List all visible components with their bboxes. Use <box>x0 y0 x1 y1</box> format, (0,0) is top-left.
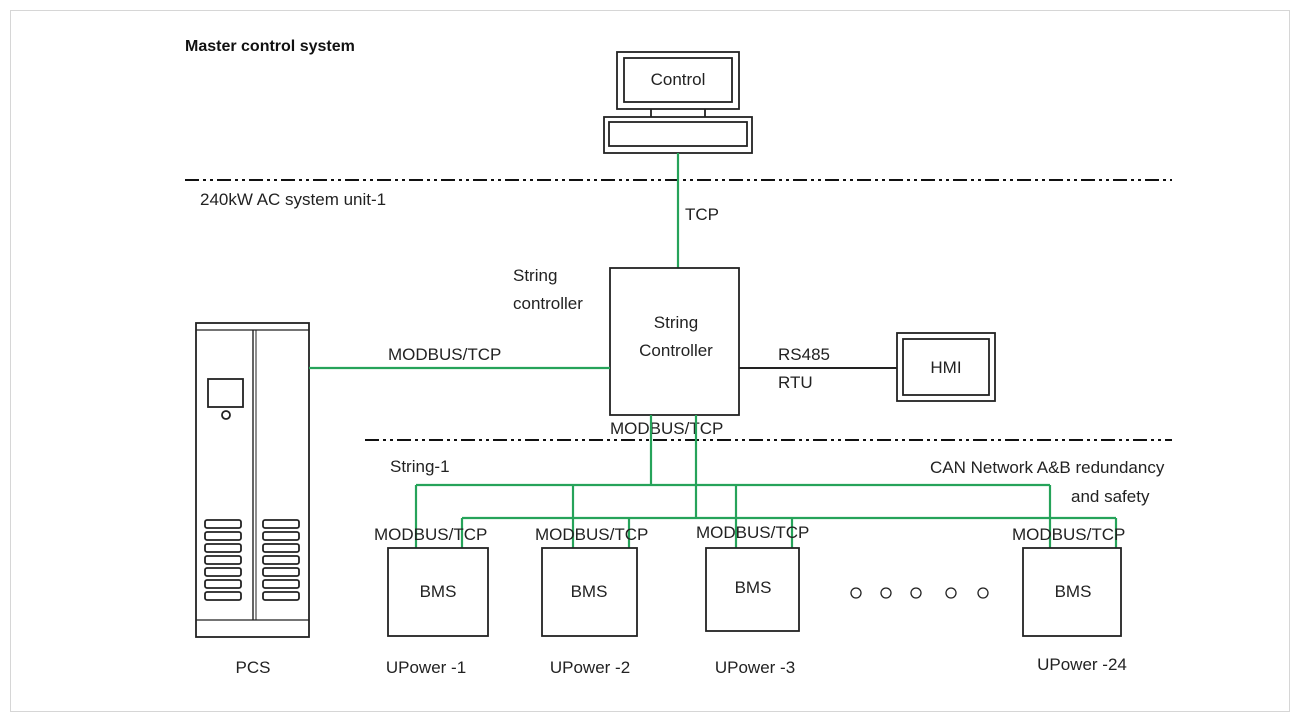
pcs-vent <box>204 567 242 577</box>
pcs-label: PCS <box>236 658 271 677</box>
pcs-knob-icon <box>221 410 231 420</box>
ellipsis-dot <box>850 587 862 599</box>
pcs-vents-left <box>204 519 242 601</box>
pcs-display-icon <box>207 378 244 408</box>
pcs-vent <box>204 591 242 601</box>
bms-unit: MODBUS/TCP BMS UPower -1 <box>374 525 489 677</box>
pcs-vent <box>262 567 300 577</box>
control-monitor-screen <box>623 57 733 103</box>
bms-unit: MODBUS/TCP BMS UPower -3 <box>696 523 809 677</box>
tcp-label: TCP <box>685 205 719 224</box>
bms-unit-name: UPower -1 <box>386 658 466 677</box>
string-controller-box-line2: Controller <box>639 341 713 360</box>
bms-protocol-label: MODBUS/TCP <box>696 523 809 542</box>
rs485-label-line2: RTU <box>778 373 813 392</box>
bms-box-label: BMS <box>420 582 457 601</box>
bms-protocol-label: MODBUS/TCP <box>535 525 648 544</box>
string-controller-caption-line1: String <box>513 266 557 285</box>
pcs-vent <box>204 579 242 589</box>
bms-unit: MODBUS/TCP BMS UPower -2 <box>535 525 648 677</box>
string-controller-caption-line2: controller <box>513 294 583 313</box>
diagram-title: Master control system <box>185 38 355 55</box>
hmi-screen <box>902 338 990 396</box>
bms-box <box>705 547 800 632</box>
ellipsis-dot <box>910 587 922 599</box>
ellipsis-dot <box>977 587 989 599</box>
bms-unit-name: UPower -2 <box>550 658 630 677</box>
bms-box-label: BMS <box>1055 582 1092 601</box>
bms-box-label: BMS <box>571 582 608 601</box>
pcs-vent <box>204 531 242 541</box>
control-computer: Control <box>603 51 753 154</box>
can-label-line1: CAN Network A&B redundancy <box>930 458 1165 477</box>
ellipsis-indicator <box>850 587 989 599</box>
can-label-line2: and safety <box>1071 487 1150 506</box>
pcs-vent <box>204 519 242 529</box>
hmi-label: HMI <box>930 358 961 377</box>
control-keyboard-inner <box>608 121 748 147</box>
pcs-vent <box>262 555 300 565</box>
bms-unit: MODBUS/TCP BMS UPower -24 <box>1012 525 1127 674</box>
pcs-vent <box>262 531 300 541</box>
pcs-vents-right <box>262 519 300 601</box>
pcs-modbus-label: MODBUS/TCP <box>388 345 501 364</box>
bms-box <box>541 547 638 637</box>
string-controller: String Controller <box>609 267 740 416</box>
pcs-vent <box>262 579 300 589</box>
pcs-cabinet: PCS <box>195 322 310 677</box>
bms-box <box>387 547 489 637</box>
pcs-vent <box>262 591 300 601</box>
ellipsis-dot <box>945 587 957 599</box>
pcs-vent <box>204 543 242 553</box>
controller-modbus-label: MODBUS/TCP <box>610 419 723 438</box>
pcs-vent <box>204 555 242 565</box>
string-controller-box <box>609 267 740 416</box>
zone-label: 240kW AC system unit-1 <box>200 190 386 209</box>
string-label: String-1 <box>390 457 450 476</box>
bms-unit-name: UPower -24 <box>1037 655 1127 674</box>
ellipsis-dot <box>880 587 892 599</box>
bms-box-label: BMS <box>735 578 772 597</box>
bms-protocol-label: MODBUS/TCP <box>374 525 487 544</box>
bms-protocol-label: MODBUS/TCP <box>1012 525 1125 544</box>
pcs-vent <box>262 519 300 529</box>
string-controller-box-line1: String <box>654 313 698 332</box>
control-label: Control <box>651 70 706 89</box>
hmi-panel: HMI <box>896 332 996 402</box>
bms-box <box>1022 547 1122 637</box>
rs485-label-line1: RS485 <box>778 345 830 364</box>
pcs-vent <box>262 543 300 553</box>
bms-unit-name: UPower -3 <box>715 658 795 677</box>
bms-network <box>414 415 1118 548</box>
